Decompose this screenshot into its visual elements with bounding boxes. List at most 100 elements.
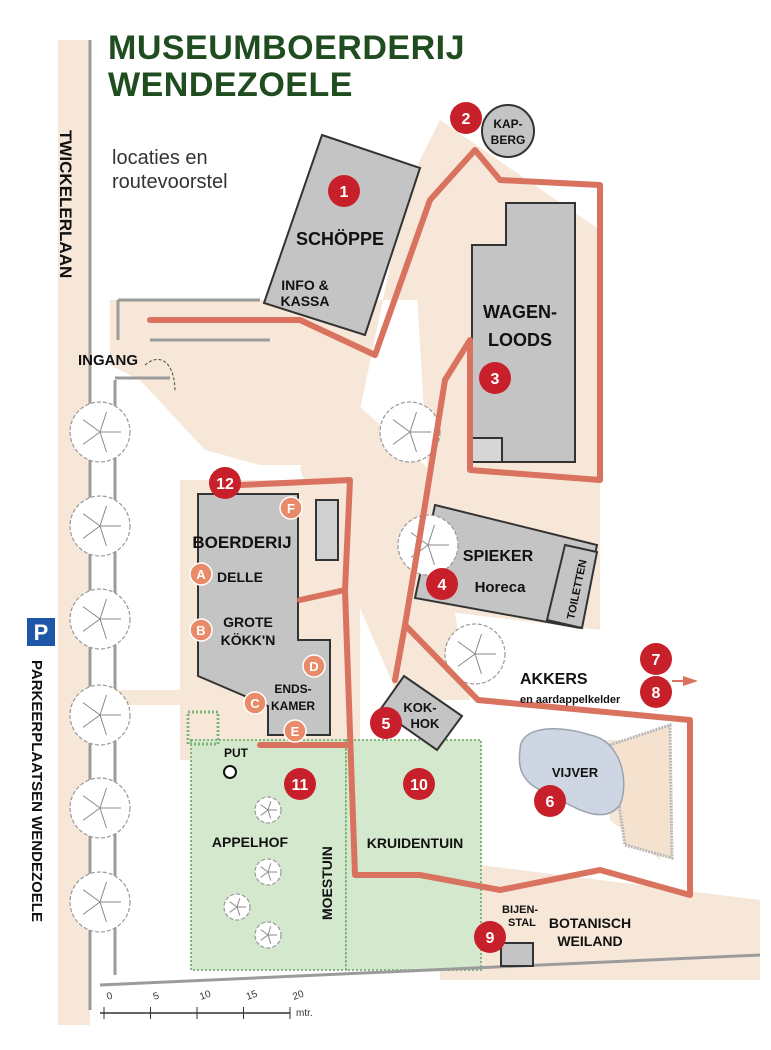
wagenloods-annex — [471, 437, 503, 463]
route — [147, 147, 693, 898]
scale-unit: mtr. — [296, 1008, 313, 1019]
label-bijenstal-1: BIJEN- — [502, 904, 538, 916]
label-endskamer-1: ENDS- — [274, 682, 311, 696]
room-marker-letter: E — [291, 724, 300, 739]
pond — [518, 728, 625, 816]
gate-swing — [144, 359, 176, 393]
marker-4: 4 — [426, 568, 458, 600]
label-wagenloods-1: WAGEN- — [483, 302, 557, 322]
room-marker-c: C — [243, 691, 267, 715]
building-boerderij — [197, 493, 331, 736]
tree-icon — [69, 684, 131, 746]
marker-6: 6 — [534, 785, 566, 817]
marker-circle — [403, 768, 435, 800]
room-marker-circle — [189, 562, 213, 586]
label-kokhok-2: HOK — [411, 716, 441, 731]
marker-circle — [450, 102, 482, 134]
marker-circle — [328, 175, 360, 207]
scale-tick-label: 5 — [152, 990, 161, 1002]
label-kruidentuin: KRUIDENTUIN — [367, 835, 463, 851]
tree-icon — [444, 623, 506, 685]
tree-icon — [69, 401, 131, 463]
marker-number: 9 — [486, 930, 495, 947]
room-marker-a: A — [189, 562, 213, 586]
label-aardappelkelder: en aardappelkelder — [520, 694, 621, 706]
label-spieker: SPIEKER — [463, 548, 534, 565]
marker-11: 11 — [284, 768, 316, 800]
label-endskamer-2: KAMER — [271, 699, 315, 713]
scale-tick-label: 0 — [105, 990, 114, 1002]
marker-circle — [534, 785, 566, 817]
label-botanisch-2: WEILAND — [557, 933, 622, 949]
room-marker-b: B — [189, 618, 213, 642]
tree-icon — [254, 796, 282, 824]
subtitle-line-2: routevoorstel — [112, 171, 228, 193]
marker-circle — [474, 921, 506, 953]
marker-circle — [284, 768, 316, 800]
label-info-2: KASSA — [280, 293, 329, 309]
title-line-2: WENDEZOELE — [108, 66, 353, 104]
parking-sign — [27, 618, 55, 646]
room-marker-circle — [279, 496, 303, 520]
marker-circle — [209, 467, 241, 499]
tree-icon — [379, 401, 441, 463]
label-put: PUT — [224, 746, 249, 760]
title-line-1: MUSEUMBOERDERIJ — [108, 29, 465, 67]
marker-circle — [640, 676, 672, 708]
building-bijenstal — [500, 942, 534, 967]
pond-area — [518, 722, 674, 860]
building-schoppe — [262, 133, 422, 337]
scale-tick-label: 10 — [198, 989, 213, 1003]
marker-number: 4 — [438, 577, 447, 594]
marker-9: 9 — [474, 921, 506, 953]
building-kokhok — [378, 674, 464, 752]
route-line-main — [147, 147, 603, 683]
room-marker-circle — [302, 654, 326, 678]
building-wagenloods — [471, 202, 576, 463]
marker-circle — [426, 568, 458, 600]
tree-icon — [254, 858, 282, 886]
label-botanisch-1: BOTANISCH — [549, 915, 631, 931]
room-marker-circle — [189, 618, 213, 642]
room-marker-e: E — [283, 719, 307, 743]
marker-number: 7 — [652, 652, 661, 669]
marker-number: 2 — [462, 111, 471, 128]
marker-number: 3 — [491, 371, 500, 388]
marker-number: 8 — [652, 685, 661, 702]
marker-circle — [640, 643, 672, 675]
trees — [69, 401, 506, 949]
entrance-label: INGANG — [78, 352, 138, 369]
label-bijenstal-2: STAL — [508, 917, 536, 929]
marker-7: 7 — [640, 643, 672, 675]
marker-5: 5 — [370, 707, 402, 739]
marker-number: 11 — [292, 777, 309, 794]
marker-10: 10 — [403, 768, 435, 800]
label-delle: DELLE — [217, 569, 263, 585]
marker-number: 6 — [546, 794, 555, 811]
toilet-block — [545, 543, 599, 630]
label-kapberg-1: KAP- — [493, 117, 522, 131]
building-kapberg — [481, 104, 535, 158]
akkers-arrow-icon — [683, 676, 698, 686]
label-boerderij: BOERDERIJ — [192, 533, 291, 552]
room-marker-letter: D — [309, 659, 318, 674]
road-parking: PARKEERPLAATSEN WENDEZOELE — [28, 660, 45, 922]
room-marker-letter: C — [250, 696, 260, 711]
shed — [315, 499, 339, 561]
tree-icon — [69, 495, 131, 557]
marker-circle — [370, 707, 402, 739]
well-icon — [223, 765, 237, 779]
road-twickelerlaan: TWICKELERLAAN — [56, 130, 75, 278]
marker-1: 1 — [328, 175, 360, 207]
label-horeca: Horeca — [475, 579, 527, 596]
label-info-1: INFO & — [281, 277, 328, 293]
room-marker-circle — [243, 691, 267, 715]
marker-2: 2 — [450, 102, 482, 134]
pond-bank — [608, 722, 674, 860]
label-kokkn: KÖKK'N — [221, 632, 276, 648]
